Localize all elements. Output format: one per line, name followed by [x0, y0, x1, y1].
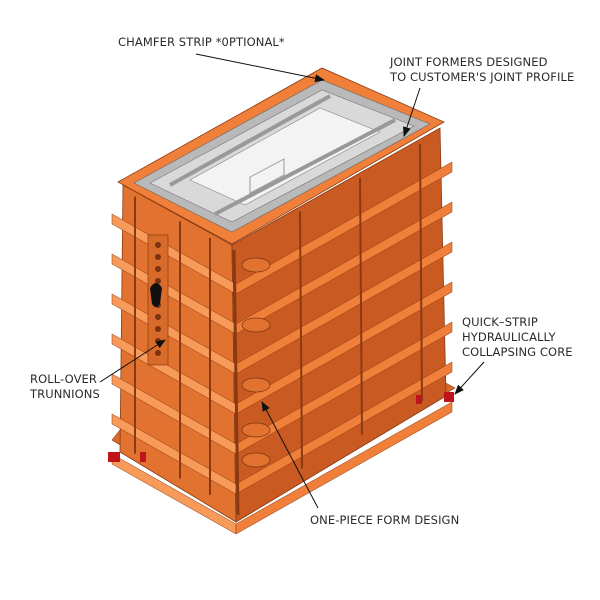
- hydraulic-cylinder-right-2: [416, 395, 422, 404]
- hinge-pin-clamp: [241, 422, 271, 438]
- hinge-pin-clamp: [241, 452, 271, 468]
- hydraulic-cylinder-right: [444, 392, 454, 402]
- joint-formers-arrow: [403, 87, 421, 137]
- label-joint-formers-2: TO CUSTOMER'S JOINT PROFILE: [390, 70, 575, 84]
- label-roll-over-2: TRUNNIONS: [30, 387, 100, 401]
- hydraulic-cylinder-left-2: [140, 452, 146, 462]
- stiffener-rib-right: [235, 361, 453, 495]
- label-quick-strip-3: COLLAPSING CORE: [462, 345, 573, 359]
- label-roll-over-1: ROLL-OVER: [30, 372, 97, 386]
- vertical-stiffener: [419, 144, 423, 402]
- label-chamfer-strip: CHAMFER STRIP *0PTIONAL*: [118, 35, 285, 49]
- trunnion-hole: [155, 350, 161, 356]
- roll-over-trunnions: [147, 234, 169, 366]
- trunnion-hole: [155, 326, 161, 332]
- core-strut: [214, 118, 396, 216]
- label-one-piece: ONE-PIECE FORM DESIGN: [310, 513, 460, 527]
- hydraulic-cylinder-left: [108, 452, 120, 462]
- corner-hinge: [232, 249, 240, 516]
- label-quick-strip-1: QUICK–STRIP: [462, 315, 538, 329]
- hinge-pin-clamp: [241, 377, 271, 393]
- stiffener-rib-right: [235, 401, 453, 535]
- trunnion-hole: [155, 242, 161, 248]
- trunnion-hole: [155, 314, 161, 320]
- collapsing-core-top: [189, 107, 381, 206]
- trunnion-lifting-lug: [150, 283, 162, 307]
- label-joint-formers-1: JOINT FORMERS DESIGNED: [390, 55, 548, 69]
- trunnion-hole: [155, 254, 161, 260]
- one-piece-arrow: [261, 401, 319, 509]
- vertical-stiffener: [299, 211, 303, 469]
- trunnion-hole: [155, 278, 161, 284]
- roll-over-arrow: [99, 339, 166, 383]
- hinge-pin-clamp: [241, 317, 271, 333]
- vertical-stiffener: [359, 177, 363, 435]
- chamfer-strip-arrow: [195, 53, 325, 83]
- hinge-pin-clamp: [241, 257, 271, 273]
- label-quick-strip-2: HYDRAULICALLY: [462, 330, 556, 344]
- trunnion-hole: [155, 266, 161, 272]
- quick-strip-arrow: [454, 361, 485, 395]
- core-strut: [169, 94, 331, 187]
- core-panel: [249, 158, 285, 194]
